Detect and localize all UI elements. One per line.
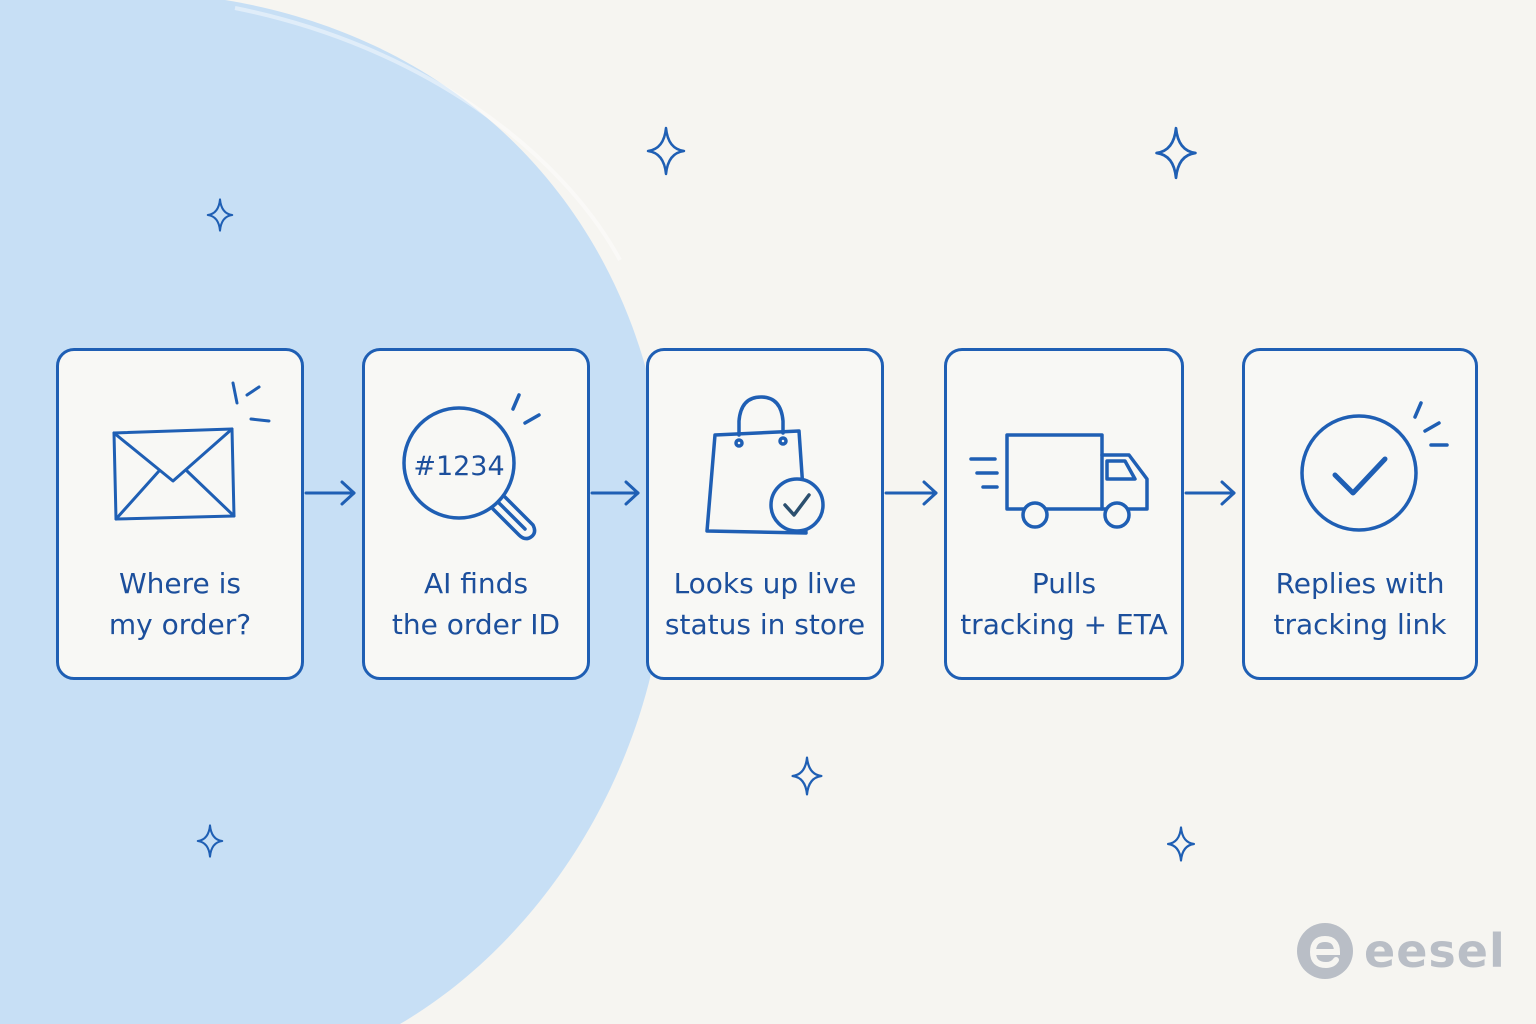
flow-arrow-icon: [1184, 480, 1236, 506]
brand-name: eesel: [1364, 924, 1506, 978]
sparkle-icon: [791, 756, 823, 796]
step-label: Replies with tracking link: [1273, 567, 1447, 641]
checkmark-circle-icon: [1300, 401, 1449, 532]
step-card-looks-up-status: Looks up live status in store: [646, 348, 884, 680]
sparkle-icon: [206, 198, 234, 232]
eesel-logo-icon: [1297, 923, 1353, 979]
flow-arrow-icon: [884, 480, 938, 506]
step-label: Where is my order?: [108, 567, 252, 641]
step-label: AI finds the order ID: [391, 567, 561, 641]
shopping-bag-check-icon: [705, 395, 825, 535]
magnifier-icon: #1234: [402, 393, 541, 541]
delivery-truck-icon: [969, 433, 1149, 529]
step-card-where-is-my-order: Where is my order?: [56, 348, 304, 680]
sparkle-icon: [196, 824, 224, 858]
sparkle-icon: [1166, 826, 1196, 862]
step-label: Looks up live status in store: [664, 567, 866, 641]
sparkle-icon: [646, 126, 686, 176]
flow-arrow-icon: [304, 480, 356, 506]
flow-arrow-icon: [590, 480, 640, 506]
sparkle-icon: [1155, 126, 1197, 180]
step-card-replies-with-link: Replies with tracking link: [1242, 348, 1478, 680]
brand-logo: eesel: [1296, 922, 1506, 980]
step-label: Pulls tracking + ETA: [960, 567, 1168, 641]
step-card-ai-finds-order-id: #1234 AI finds the order ID: [362, 348, 590, 680]
order-id-text: #1234: [413, 451, 504, 482]
envelope-icon: [112, 381, 271, 521]
step-card-pulls-tracking: Pulls tracking + ETA: [944, 348, 1184, 680]
